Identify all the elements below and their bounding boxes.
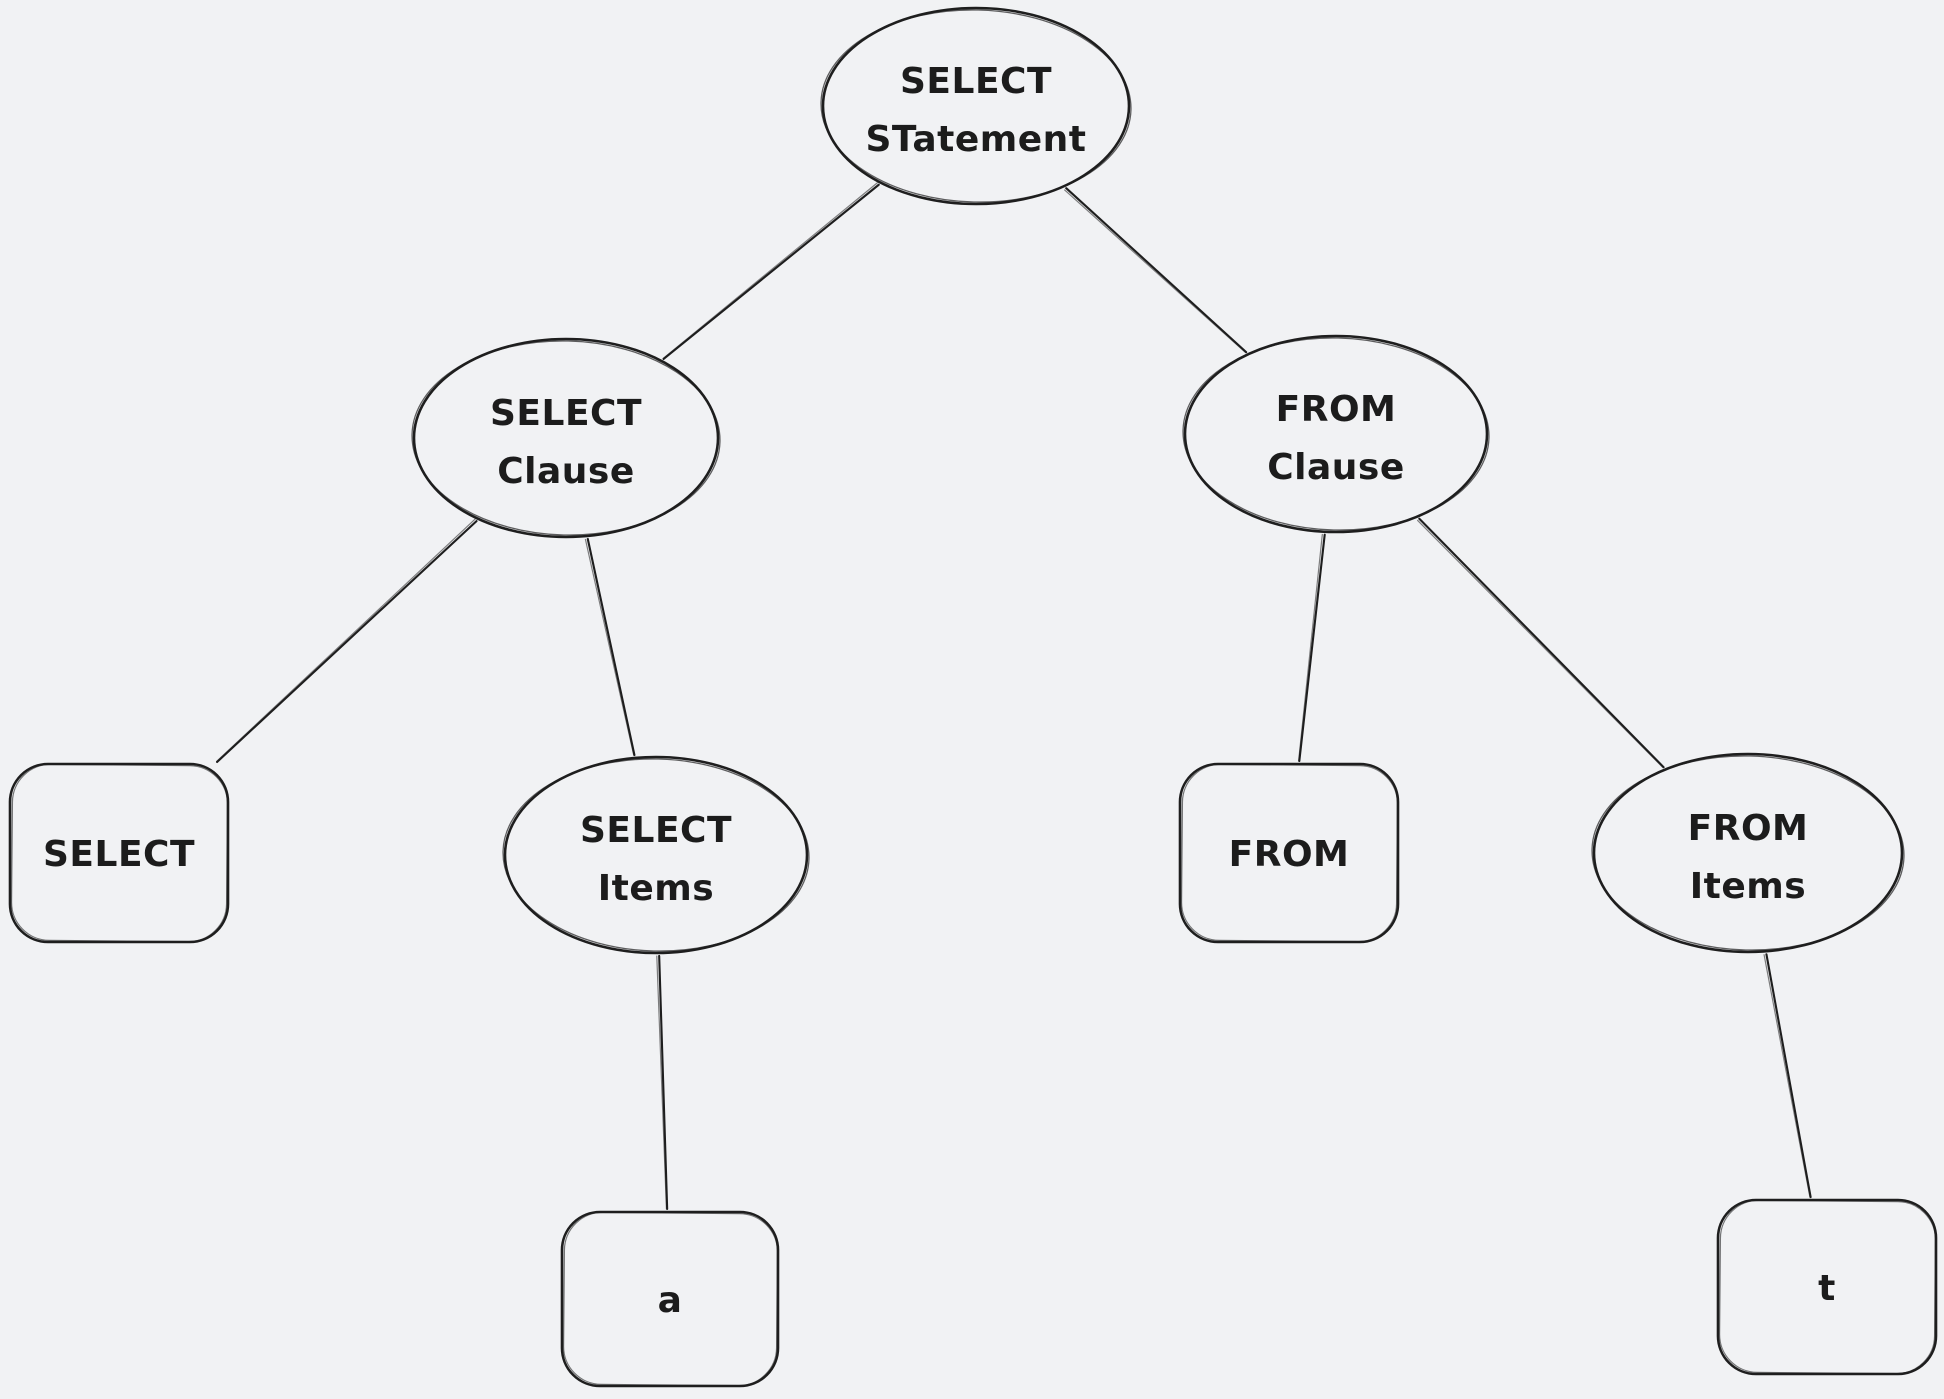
ellipse-shape xyxy=(821,6,1131,206)
edge-line xyxy=(1065,187,1248,354)
edge-from-clause-to-from-items xyxy=(1417,517,1665,769)
edge-select-items-to-item-a xyxy=(656,954,669,1211)
rect-shape xyxy=(1716,1198,1938,1376)
ellipse-shape xyxy=(1592,752,1904,954)
edge-from-items-to-item-t xyxy=(1763,953,1812,1199)
edge-from-clause-to-from-keyword xyxy=(1298,533,1326,763)
ellipse-shape-sketch xyxy=(502,758,810,952)
node-label-line: FROM xyxy=(1688,808,1809,849)
edge-line xyxy=(216,520,478,764)
node-select-clause: SELECT Clause xyxy=(411,337,721,539)
node-label-line: SELECT xyxy=(43,834,195,875)
ellipse-shape xyxy=(503,755,809,955)
node-label: t xyxy=(1818,1268,1836,1309)
node-label: SELECT Clause xyxy=(490,393,642,492)
ellipse-shape xyxy=(412,337,720,539)
edge-line-sketch xyxy=(656,955,668,1210)
edge-line xyxy=(586,537,636,757)
ellipse-shape-sketch xyxy=(1182,337,1490,531)
edge-line-sketch xyxy=(1763,954,1811,1198)
rect-shape-sketch xyxy=(10,763,229,943)
edge-line xyxy=(662,183,880,361)
edge-line xyxy=(1765,953,1812,1199)
edge-line xyxy=(658,954,669,1211)
node-from-keyword: FROM xyxy=(1178,762,1400,944)
ellipse-shape-sketch xyxy=(820,9,1132,203)
edge-line-sketch xyxy=(584,538,635,756)
node-select-items: SELECT Items xyxy=(502,755,810,955)
node-label: FROM Items xyxy=(1688,808,1809,907)
node-label-line: FROM xyxy=(1229,834,1350,875)
node-label: FROM xyxy=(1229,834,1350,875)
node-label-line: Items xyxy=(598,868,714,909)
ellipse-shape-sketch xyxy=(411,340,721,536)
ellipse-shape-sketch xyxy=(1591,755,1905,951)
edge-line-sketch xyxy=(1298,533,1323,762)
node-label: FROM Clause xyxy=(1267,389,1405,488)
node-select-keyword: SELECT xyxy=(8,762,230,944)
edge-line-sketch xyxy=(1063,189,1247,354)
node-label-line: Clause xyxy=(497,451,635,492)
node-label-line: a xyxy=(658,1280,683,1321)
edge-line xyxy=(1418,517,1665,769)
node-label-line: SELECT xyxy=(900,61,1052,102)
node-from-clause: FROM Clause xyxy=(1182,334,1490,534)
node-item-a: a xyxy=(560,1210,780,1388)
edge-layer xyxy=(215,182,1812,1211)
rect-shape xyxy=(560,1210,780,1388)
node-label-line: t xyxy=(1818,1268,1836,1309)
node-label: a xyxy=(658,1280,683,1321)
node-label: SELECT STatement xyxy=(865,61,1086,160)
edge-select-statement-to-from-clause xyxy=(1063,187,1248,354)
node-label-line: STatement xyxy=(865,119,1086,160)
rect-shape-sketch xyxy=(1180,763,1399,943)
rect-shape-sketch xyxy=(562,1211,779,1387)
node-label: SELECT xyxy=(43,834,195,875)
node-label-line: Items xyxy=(1690,866,1806,907)
node-item-t: t xyxy=(1716,1198,1938,1376)
edge-line-sketch xyxy=(1417,519,1664,769)
node-select-statement: SELECT STatement xyxy=(820,6,1132,206)
node-label: SELECT Items xyxy=(580,810,732,909)
edge-line xyxy=(1298,533,1326,763)
node-label-line: SELECT xyxy=(580,810,732,851)
edge-select-clause-to-select-items xyxy=(584,537,636,757)
node-from-items: FROM Items xyxy=(1591,752,1905,954)
node-label-line: SELECT xyxy=(490,393,642,434)
rect-shape xyxy=(8,762,230,944)
edge-line-sketch xyxy=(662,182,878,360)
node-label-line: FROM xyxy=(1276,389,1397,430)
node-label-line: Clause xyxy=(1267,447,1405,488)
edge-select-statement-to-select-clause xyxy=(662,182,880,361)
edge-select-clause-to-select-keyword xyxy=(215,518,478,764)
edge-line-sketch xyxy=(215,518,476,763)
ellipse-shape xyxy=(1183,334,1489,534)
rect-shape-sketch xyxy=(1718,1199,1937,1375)
rect-shape xyxy=(1178,762,1400,944)
